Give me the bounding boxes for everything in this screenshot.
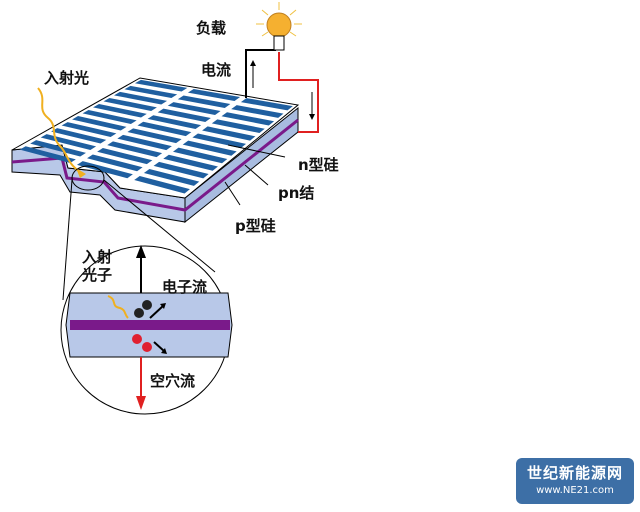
- solar-panel: [11, 77, 300, 224]
- label-current: 电流: [201, 61, 231, 79]
- label-pn-junction: pn结: [278, 184, 314, 202]
- solar-cell: [103, 97, 157, 112]
- solar-cell: [172, 147, 228, 164]
- label-electron-flow: 电子流: [162, 278, 207, 296]
- label-hole-flow: 空穴流: [150, 372, 195, 390]
- label-incident-photon-2: 光子: [81, 266, 112, 284]
- magnified-view: [60, 245, 233, 415]
- solar-cell: [157, 108, 211, 123]
- solar-cell: [124, 85, 178, 99]
- logo-title: 世纪新能源网: [526, 464, 623, 482]
- solar-cell: [117, 134, 172, 151]
- label-incident-light: 入射光: [44, 69, 89, 87]
- logo-url: www.NE21.com: [536, 485, 614, 496]
- magnify-spot: [71, 165, 105, 191]
- solar-cell: [153, 161, 209, 179]
- negative-wire: [245, 49, 276, 98]
- solar-cell: [72, 116, 127, 131]
- solar-cell: [143, 168, 200, 186]
- photon-ray: [107, 295, 129, 319]
- solar-cell: [182, 140, 237, 156]
- solar-cell: [30, 140, 86, 157]
- solar-cell: [61, 122, 117, 138]
- solar-cell: [51, 128, 107, 144]
- solar-cell: [167, 102, 221, 116]
- solar-cell: [93, 103, 147, 118]
- solar-cell: [134, 79, 188, 92]
- solar-cell: [127, 128, 182, 144]
- solar-cell: [147, 115, 202, 130]
- solar-cell: [82, 110, 137, 125]
- ne21-logo: 世纪新能源网 www.NE21.com: [516, 458, 634, 504]
- solar-cell: [87, 154, 143, 172]
- solar-cell: [113, 91, 168, 105]
- label-load: 负载: [196, 19, 226, 37]
- solar-cell: [221, 112, 275, 126]
- solar-cell: [137, 121, 192, 137]
- light-bulb-icon: [256, 2, 302, 51]
- solar-cell: [240, 98, 293, 111]
- solar-cells: [19, 79, 293, 194]
- solar-cell: [177, 95, 231, 108]
- solar-cell: [19, 146, 76, 164]
- pn-pointer: [244, 164, 269, 186]
- hole-icon: [132, 334, 142, 344]
- solar-cell: [97, 147, 153, 165]
- solar-cell: [107, 141, 163, 158]
- solar-cell: [231, 105, 284, 118]
- solar-cell: [76, 161, 133, 179]
- solar-cell: [192, 133, 247, 149]
- solar-cell: [163, 154, 218, 171]
- solar-cell: [134, 176, 190, 194]
- n-type-pointer: [227, 144, 286, 158]
- solar-cell: [202, 126, 256, 141]
- junction-band: [70, 320, 230, 330]
- electron-icon: [134, 308, 144, 318]
- p-type-pointer: [224, 181, 241, 206]
- solar-cell: [187, 88, 241, 101]
- incident-light-ray: [37, 87, 81, 173]
- positive-wire: [278, 52, 319, 133]
- label-n-type: n型硅: [298, 156, 339, 174]
- solar-cell: [211, 119, 265, 134]
- label-p-type: p型硅: [235, 217, 276, 235]
- label-incident-photon-1: 入射: [82, 248, 112, 266]
